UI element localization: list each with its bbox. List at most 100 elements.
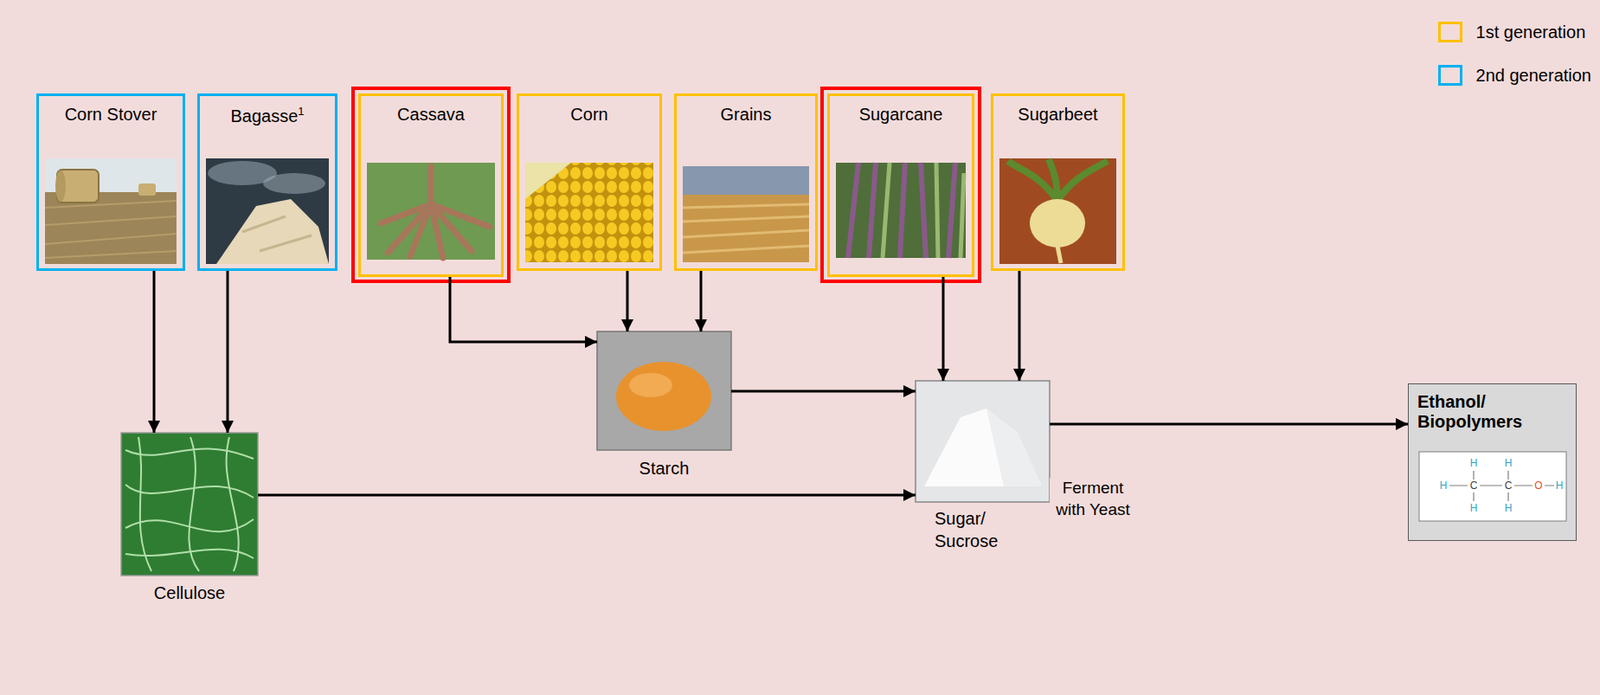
atom-label: C	[1470, 480, 1478, 491]
grains-photo-part	[682, 166, 810, 195]
starch-photo	[597, 331, 732, 450]
flow-arrow	[942, 276, 945, 381]
sugarbeet-photo-part	[1029, 199, 1086, 248]
corn-photo-part	[525, 162, 654, 263]
sugar-photo-part	[924, 408, 1042, 487]
node-label: Corn	[570, 104, 608, 124]
bagasse-photo-part	[263, 173, 326, 194]
legend: 1st generation 2nd generation	[1438, 20, 1592, 108]
footnote-mark: 1	[297, 104, 304, 118]
cellulose-photo-part	[125, 436, 254, 572]
sugar-photo-part	[986, 408, 1042, 487]
flow-arrow	[226, 270, 230, 433]
legend-text: 1st generation	[1476, 22, 1587, 43]
cassava-photo-part	[380, 166, 490, 258]
material-label: Cellulose	[121, 581, 258, 605]
sugarbeet-photo	[999, 158, 1117, 264]
corn-stover-photo-part	[55, 170, 66, 202]
box-title: Corn	[519, 96, 660, 125]
legend-row: 1st generation	[1438, 20, 1592, 44]
starch-photo-part	[629, 372, 673, 398]
atom-label: H	[1504, 457, 1513, 469]
atom-label: H	[1470, 457, 1478, 469]
starch-photo-part	[597, 331, 732, 450]
bagasse-photo	[205, 158, 329, 264]
node-label: Cassava	[397, 104, 465, 124]
product-box: Ethanol/ Biopolymers	[1407, 383, 1577, 541]
box-title: Grains	[676, 96, 816, 125]
atom-label: C	[1504, 480, 1513, 491]
node-label: Cellulose	[121, 581, 258, 605]
source-box: Corn	[516, 93, 662, 271]
ethanol-panel-part	[1407, 383, 1577, 541]
grains-photo-part	[682, 194, 810, 263]
box-title: Sugarbeet	[993, 96, 1123, 125]
node-label: Sugar/ Sucrose	[934, 507, 1022, 553]
node-label: Ethanol/ Biopolymers	[1417, 391, 1556, 432]
corn-photo-part	[525, 162, 572, 200]
flow-arrow	[731, 390, 916, 393]
ethanol-panel-part	[1419, 451, 1567, 521]
cellulose-photo-part	[121, 432, 258, 576]
material-node: Starch	[597, 331, 732, 483]
flow-arrow	[257, 494, 916, 497]
sugar-photo-part	[915, 380, 1050, 502]
flow-arrow	[1049, 423, 1408, 426]
source-box: Sugarcane	[827, 93, 975, 277]
atom-label: H	[1470, 502, 1478, 514]
flow-arrow	[449, 276, 598, 342]
atom-label: O	[1534, 480, 1543, 491]
source-box: Cassava	[358, 93, 504, 277]
starch-photo-part	[616, 361, 712, 431]
cellulose-photo	[121, 432, 258, 576]
ethanol-panel	[1407, 383, 1577, 541]
sugar-photo	[915, 380, 1050, 502]
material-node: Sugar/ Sucrose	[915, 380, 1050, 556]
source-box: Sugarbeet	[990, 93, 1125, 271]
legend-text: 2nd generation	[1476, 65, 1592, 86]
node-label: Corn Stover	[64, 104, 158, 124]
node-label: Starch	[597, 456, 732, 480]
node-label: Bagasse	[230, 106, 298, 126]
node-label: Sugarbeet	[1017, 104, 1098, 124]
source-box: Bagasse1	[197, 93, 338, 271]
box-title: Sugarcane	[829, 96, 972, 125]
node-label: Sugarcane	[859, 104, 944, 124]
flow-arrow	[626, 270, 630, 332]
cassava-photo	[366, 162, 495, 260]
sugarcane-photo-part	[882, 162, 964, 258]
corn-photo	[525, 162, 654, 263]
corn-stover-photo-part	[44, 158, 177, 264]
highlight-outline-part	[353, 88, 509, 282]
source-box: Grains	[674, 93, 818, 271]
flow-arrow	[153, 270, 156, 433]
material-label: Starch	[597, 456, 732, 480]
atom-label: H	[1504, 502, 1513, 514]
legend-row: 2nd generation	[1438, 64, 1592, 87]
corn-stover-photo-part	[44, 200, 177, 258]
node-label: Grains	[720, 104, 772, 124]
sugarcane-photo-part	[835, 162, 966, 258]
sugarcane-photo	[835, 162, 966, 258]
material-label: Sugar/ Sucrose	[934, 507, 1022, 553]
product-label: Ethanol/ Biopolymers	[1417, 391, 1556, 432]
source-box: Corn Stover	[36, 93, 186, 271]
sugarbeet-photo-part	[999, 158, 1117, 264]
box-title: Corn Stover	[38, 96, 183, 125]
highlight-outline	[353, 88, 980, 282]
legend-swatch	[1438, 21, 1463, 43]
sugarbeet-photo-part	[1008, 159, 1108, 201]
atom-label: H	[1439, 480, 1448, 491]
process-label: Ferment with Yeast	[1049, 477, 1137, 521]
cassava-photo-part	[366, 162, 495, 260]
legend-swatch	[1438, 64, 1463, 86]
corn-stover-photo-part	[138, 183, 156, 196]
grains-photo-part	[682, 204, 810, 253]
material-node: Cellulose	[121, 432, 258, 608]
flow-arrow	[1018, 270, 1022, 381]
grains-photo	[682, 166, 810, 263]
box-title: Bagasse1	[199, 96, 335, 127]
